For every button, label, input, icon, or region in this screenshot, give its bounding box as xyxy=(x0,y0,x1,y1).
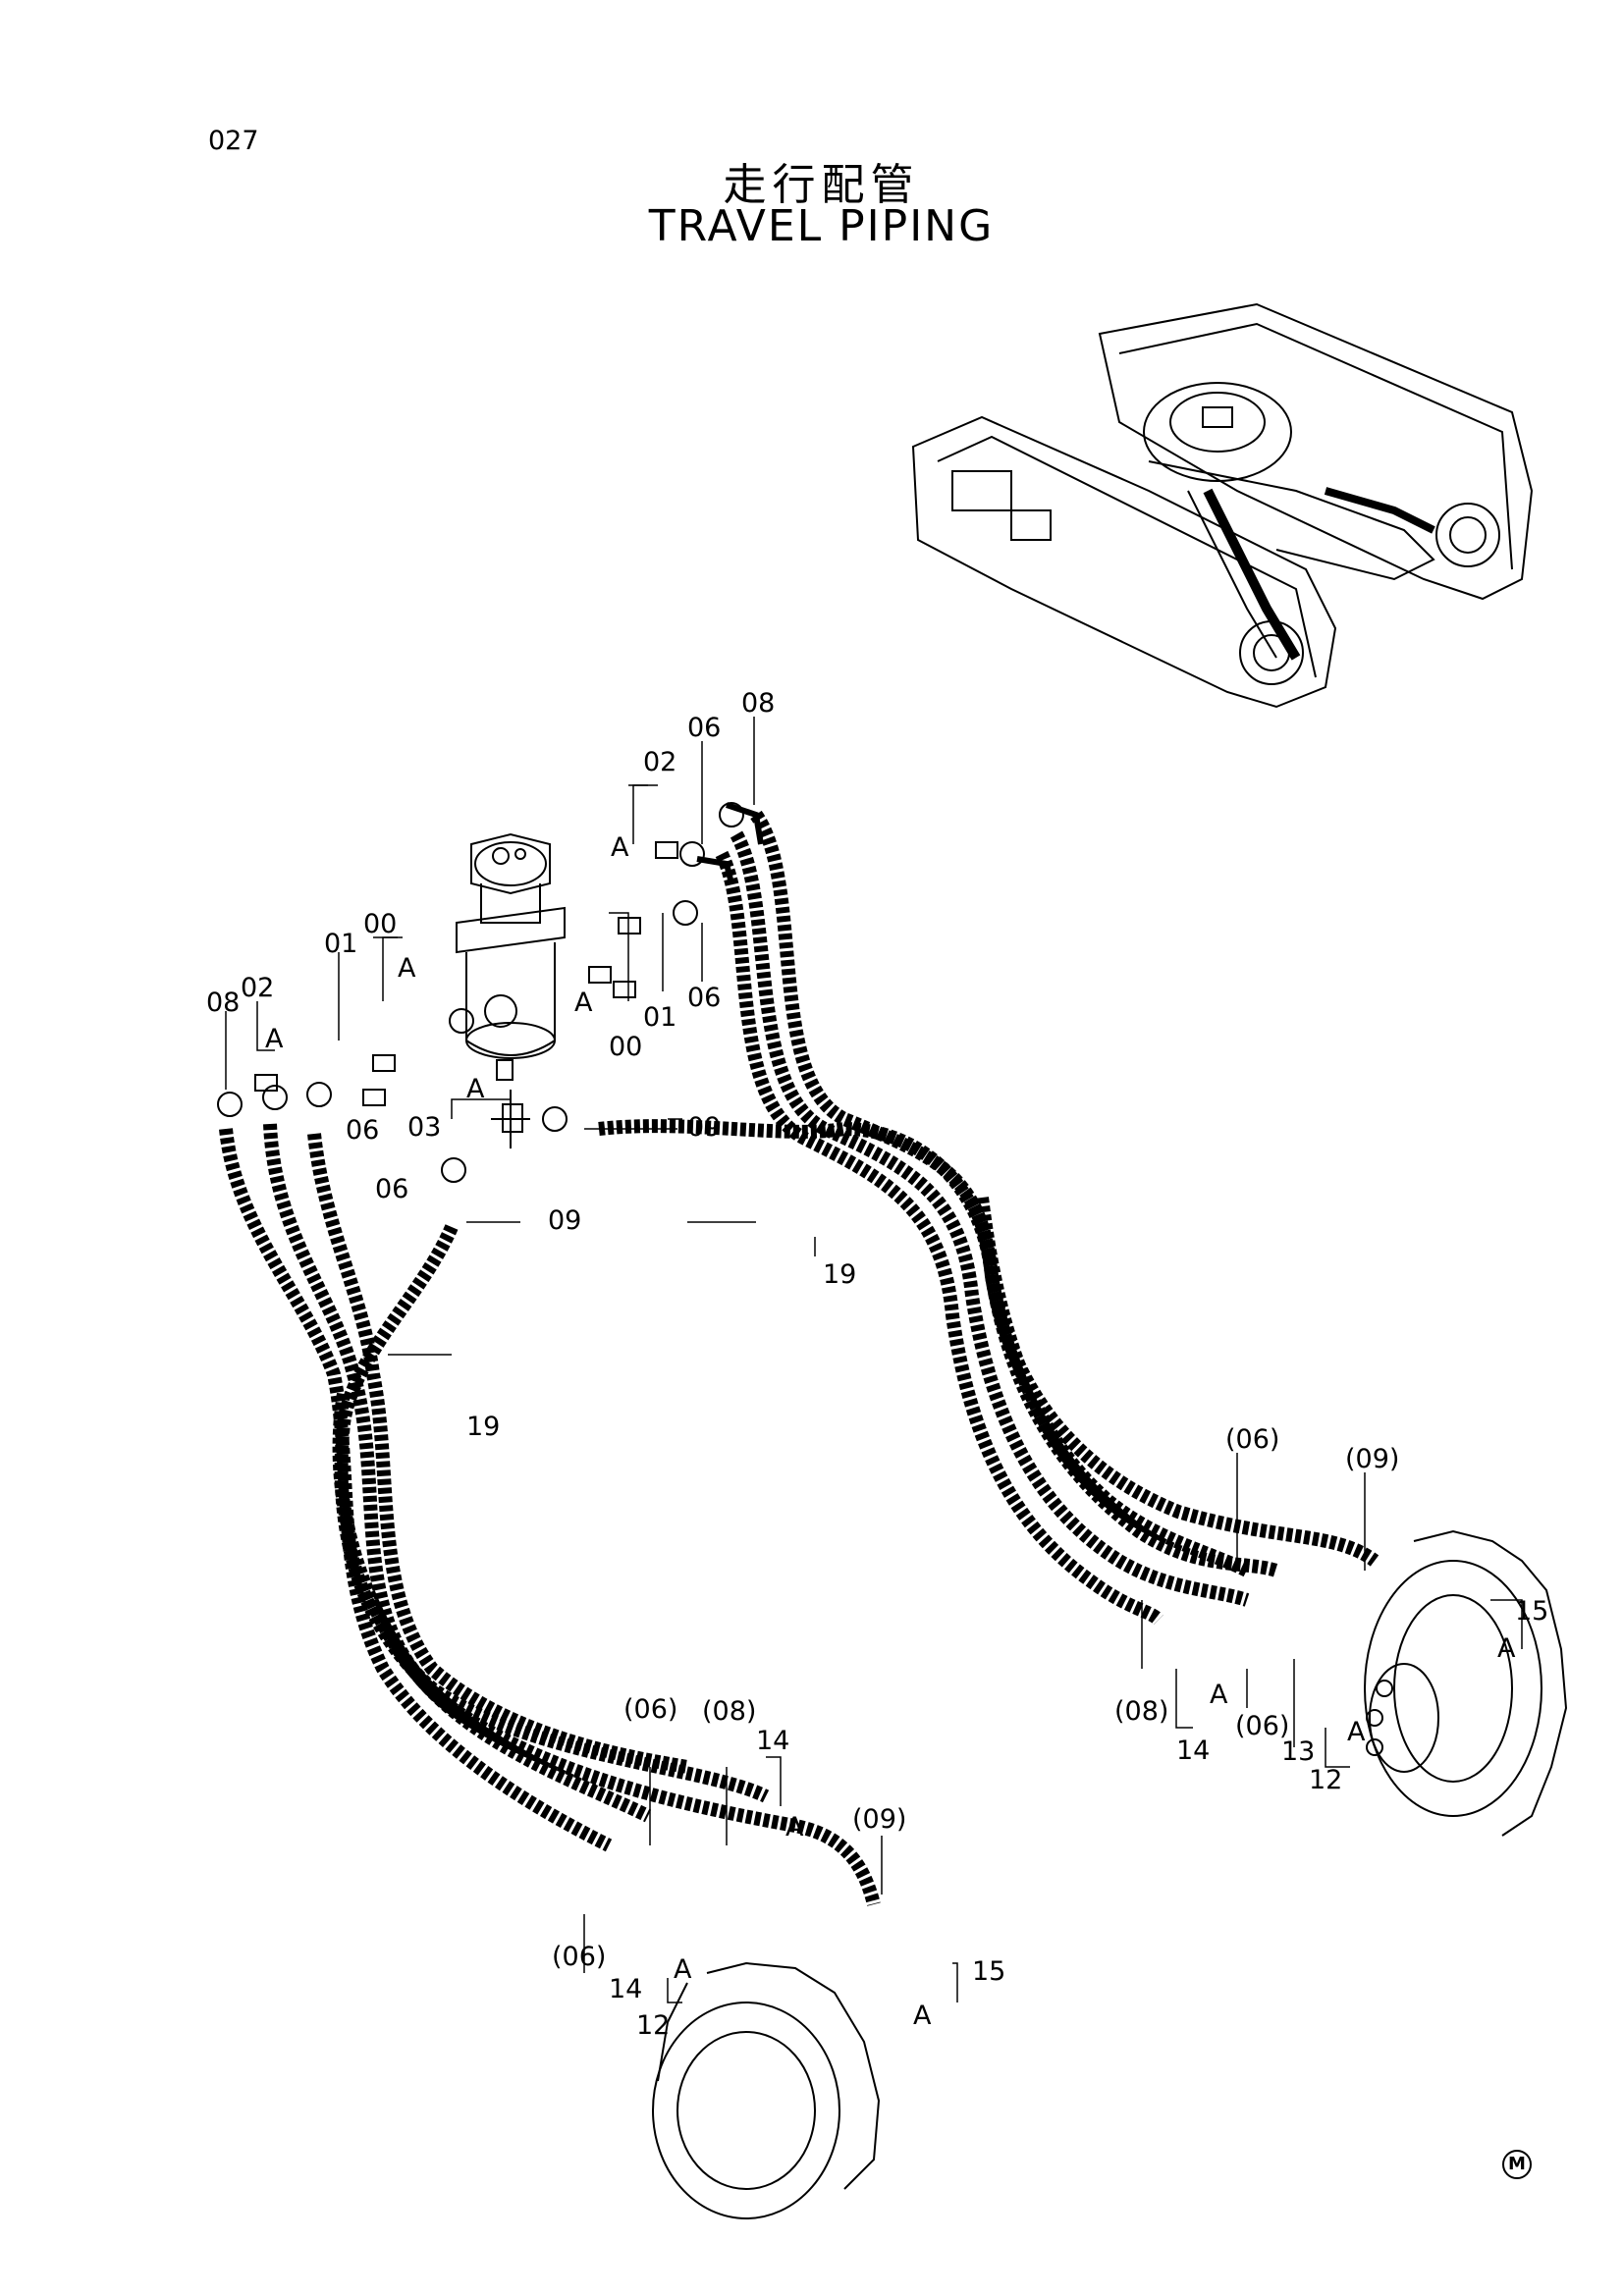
title-english: TRAVEL PIPING xyxy=(648,201,995,251)
callout-09: 09 xyxy=(548,1205,581,1236)
hose-bundle xyxy=(219,810,1380,1906)
undercarriage-illustration xyxy=(911,302,1534,709)
callout-06-ref: (06) xyxy=(1225,1424,1279,1455)
callout-A: A xyxy=(674,1954,692,1985)
callout-01: 01 xyxy=(324,929,357,959)
callout-09: 09 xyxy=(687,1112,721,1143)
callout-A: A xyxy=(1210,1680,1228,1710)
callouts: 08 06 02 A 06 01 00 A 01 00 A 08 02 A 06… xyxy=(206,688,1548,2041)
fittings xyxy=(217,802,764,1183)
callout-A: A xyxy=(1497,1633,1516,1664)
callout-14: 14 xyxy=(1176,1735,1210,1766)
callout-08-ref: (08) xyxy=(1114,1696,1168,1727)
callout-03: 03 xyxy=(407,1112,441,1143)
callout-02: 02 xyxy=(643,747,676,777)
callout-09-ref: (09) xyxy=(852,1804,906,1835)
callout-14: 14 xyxy=(609,1974,642,2004)
callout-A: A xyxy=(913,2001,932,2031)
callout-08: 08 xyxy=(206,988,240,1018)
callout-09-ref: (09) xyxy=(1345,1444,1399,1474)
callout-06-ref: (06) xyxy=(623,1694,677,1725)
callout-A: A xyxy=(611,832,629,863)
title-japanese: 走行配管 xyxy=(723,160,920,210)
callout-06: 06 xyxy=(346,1115,379,1146)
callout-15: 15 xyxy=(1515,1596,1548,1627)
callout-08: 08 xyxy=(741,688,775,719)
callout-19: 19 xyxy=(466,1412,500,1442)
callout-A: A xyxy=(398,953,416,984)
callout-06-ref: (06) xyxy=(552,1942,606,1972)
callout-A: A xyxy=(785,1812,804,1842)
callout-02: 02 xyxy=(241,973,274,1003)
travel-motor-right xyxy=(1364,1529,1568,1837)
leader-lines xyxy=(225,717,1523,2003)
callout-19: 19 xyxy=(823,1259,856,1290)
callout-15: 15 xyxy=(972,1956,1005,1987)
callout-13: 13 xyxy=(1281,1736,1315,1767)
center-joint xyxy=(449,832,566,1081)
callout-00: 00 xyxy=(609,1032,642,1062)
callout-00: 00 xyxy=(363,909,397,939)
corner-mark: M xyxy=(1502,2150,1532,2179)
callout-14: 14 xyxy=(756,1726,789,1756)
callout-06: 06 xyxy=(687,983,721,1013)
callout-06: 06 xyxy=(375,1174,408,1204)
travel-motor-left xyxy=(652,1961,881,2219)
callout-06-ref: (06) xyxy=(1235,1711,1289,1741)
callout-A: A xyxy=(265,1024,284,1054)
callout-A: A xyxy=(1347,1717,1366,1747)
callout-A: A xyxy=(466,1074,485,1104)
callout-12: 12 xyxy=(1309,1765,1342,1795)
callout-01: 01 xyxy=(643,1002,676,1033)
callout-12: 12 xyxy=(636,2010,670,2041)
page-number: 027 xyxy=(208,126,259,156)
callout-A: A xyxy=(574,988,593,1018)
callout-08-ref: (08) xyxy=(702,1696,756,1727)
callout-06: 06 xyxy=(687,713,721,743)
